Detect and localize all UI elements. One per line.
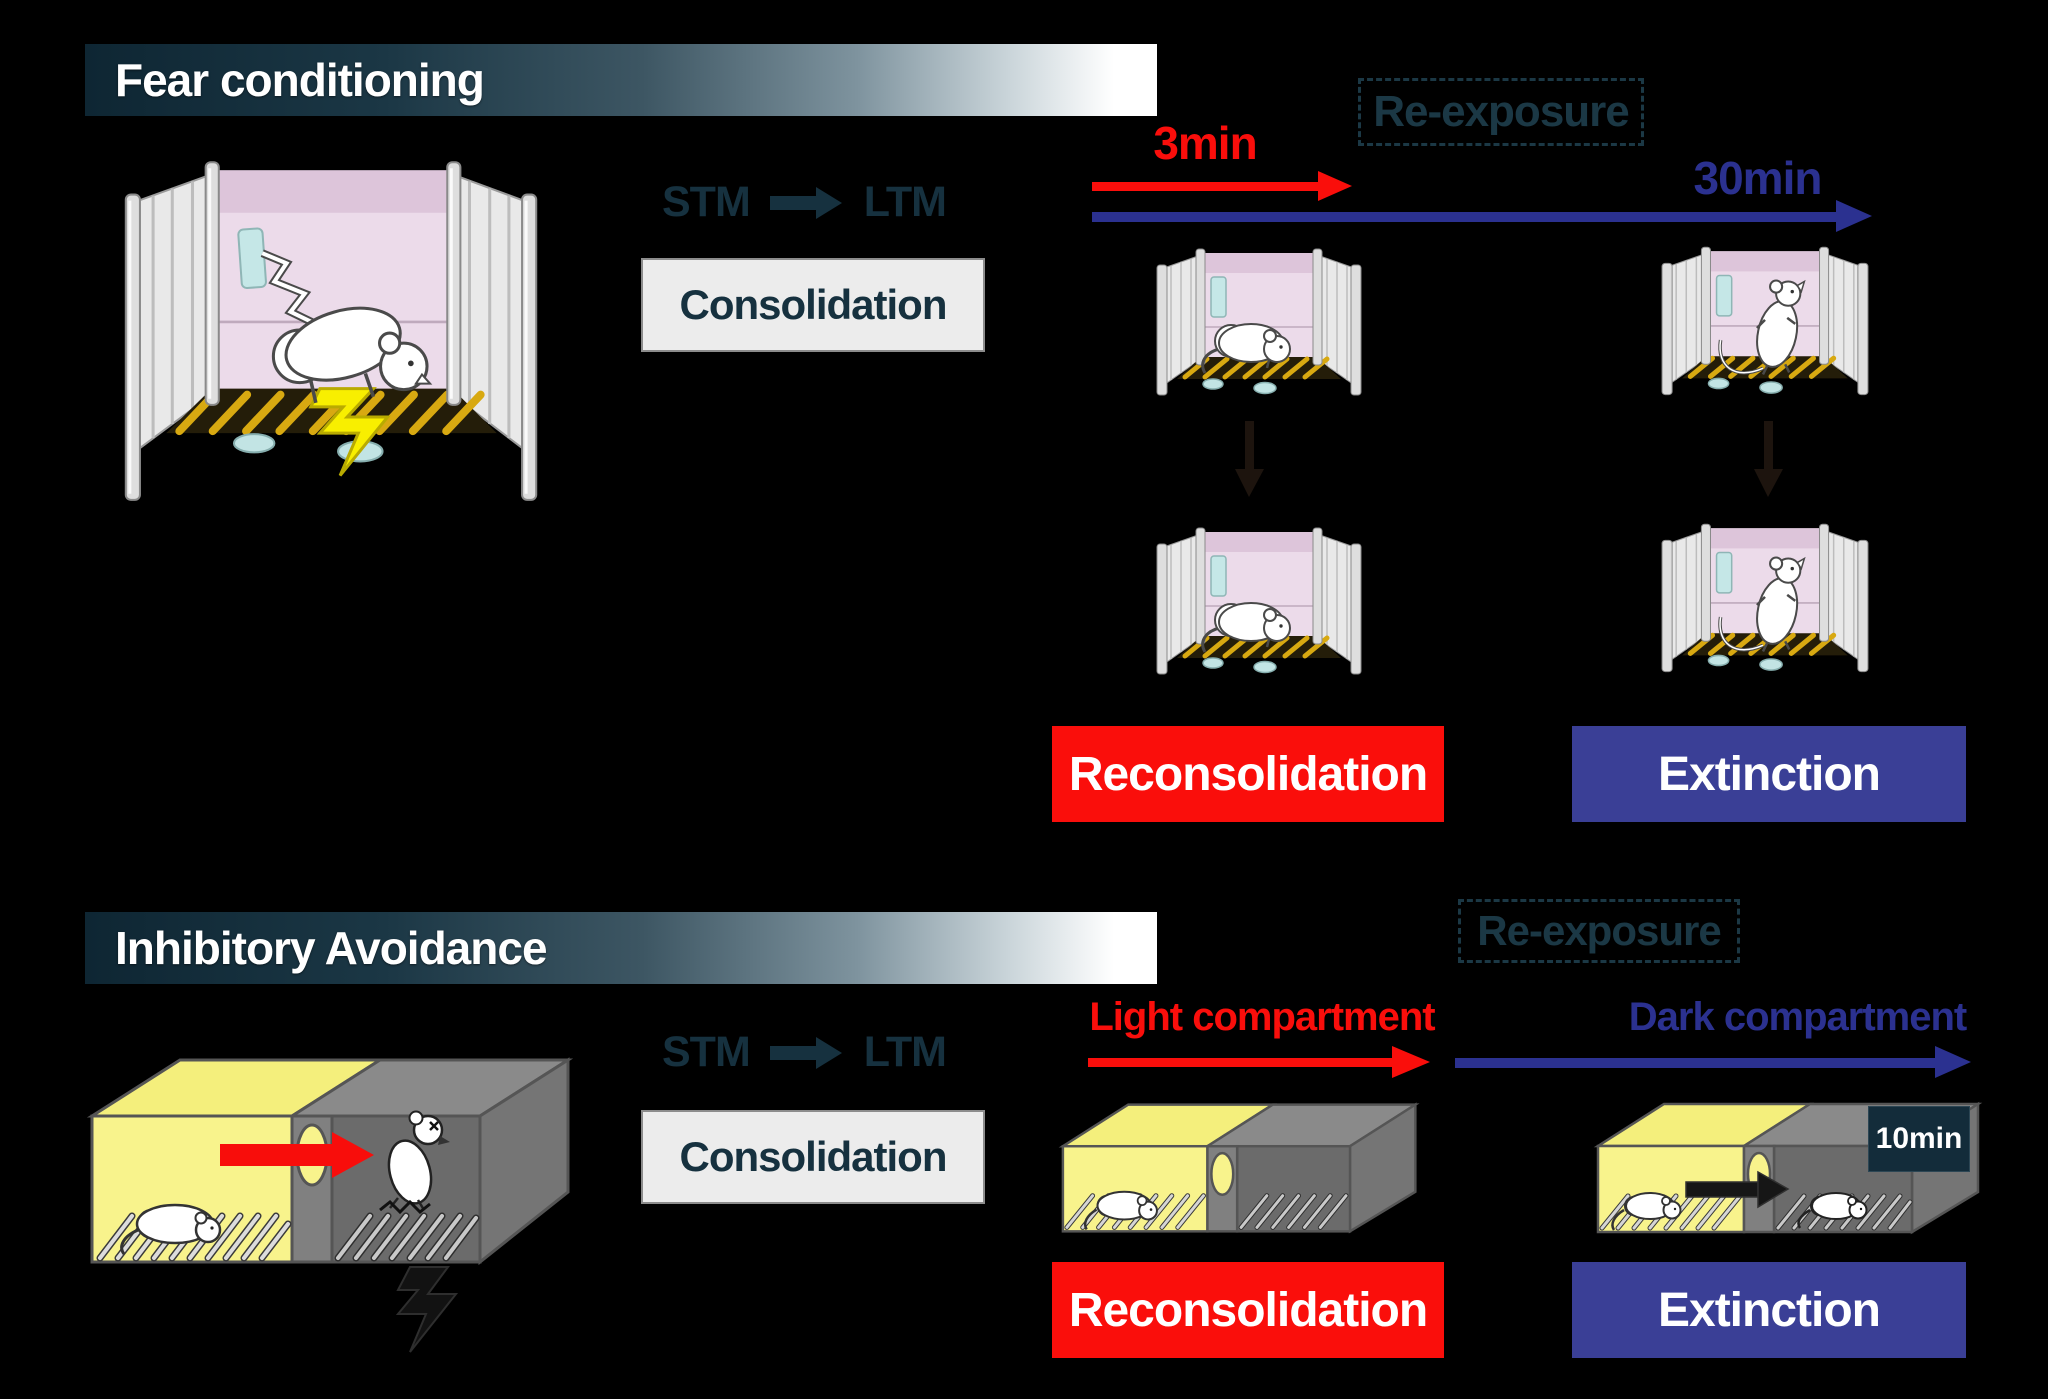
fear-chamber-rearing-illustration xyxy=(1661,523,1869,673)
avoidance-box-light-illustration xyxy=(1058,1102,1420,1234)
extinction-label: Extinction xyxy=(1657,747,1881,801)
duration-badge-10min: 10min xyxy=(1868,1106,1970,1172)
down-arrow-icon xyxy=(1235,421,1264,497)
stm-label: STM xyxy=(662,1028,751,1076)
reconsolidation-label: Reconsolidation xyxy=(1068,747,1428,801)
fear-chamber-freezing-illustration xyxy=(1156,527,1362,675)
stm-to-ltm-arrow-icon xyxy=(769,186,842,219)
re-exposure-label: Re-exposure xyxy=(1477,907,1721,954)
blue-timeline-arrow-ia xyxy=(1455,1046,1971,1078)
consolidation-box-ia: Consolidation xyxy=(641,1110,985,1204)
consolidation-box-fc: Consolidation xyxy=(641,258,985,352)
inhibitory-avoidance-banner: Inhibitory Avoidance xyxy=(85,912,1157,984)
stm-ltm-row-fc: STM LTM xyxy=(662,178,947,227)
ltm-label: LTM xyxy=(863,1028,947,1076)
stm-label: STM xyxy=(662,178,751,226)
ltm-label: LTM xyxy=(863,178,947,226)
stm-to-ltm-arrow-icon xyxy=(769,1036,842,1069)
reconsolidation-bar-ia: Reconsolidation xyxy=(1052,1262,1444,1358)
inhibitory-avoidance-title: Inhibitory Avoidance xyxy=(115,922,548,974)
down-arrow-icon xyxy=(1754,421,1783,497)
dark-compartment-label: Dark compartment xyxy=(1628,994,1967,1039)
extinction-bar-ia: Extinction xyxy=(1572,1262,1966,1358)
fear-chamber-rearing-illustration xyxy=(1661,246,1869,396)
extinction-bar-fc: Extinction xyxy=(1572,726,1966,822)
red-timeline-arrow-ia xyxy=(1088,1046,1430,1078)
extinction-label: Extinction xyxy=(1657,1283,1881,1337)
re-exposure-box-ia: Re-exposure xyxy=(1458,899,1740,963)
fear-conditioning-title: Fear conditioning xyxy=(115,54,485,106)
red-timeline-arrow-fc xyxy=(1092,171,1352,201)
reconsolidation-label: Reconsolidation xyxy=(1068,1283,1428,1337)
reexposure-3min-label: 3min xyxy=(1153,117,1257,169)
stm-ltm-row-ia: STM LTM xyxy=(662,1028,947,1077)
consolidation-label: Consolidation xyxy=(679,1133,948,1180)
blue-timeline-arrow-fc xyxy=(1092,200,1872,232)
fear-chamber-shock-illustration xyxy=(124,161,538,501)
re-exposure-box-fc: Re-exposure xyxy=(1358,78,1644,146)
reexposure-30min-label: 30min xyxy=(1693,152,1823,204)
reconsolidation-bar-fc: Reconsolidation xyxy=(1052,726,1444,822)
fear-conditioning-banner: Fear conditioning xyxy=(85,44,1157,116)
light-compartment-label: Light compartment xyxy=(1089,994,1435,1039)
duration-badge-label: 10min xyxy=(1875,1122,1963,1155)
re-exposure-label: Re-exposure xyxy=(1373,87,1630,136)
consolidation-label: Consolidation xyxy=(679,281,948,328)
fear-chamber-freezing-illustration xyxy=(1156,248,1362,396)
avoidance-box-shock-illustration xyxy=(86,1057,574,1353)
